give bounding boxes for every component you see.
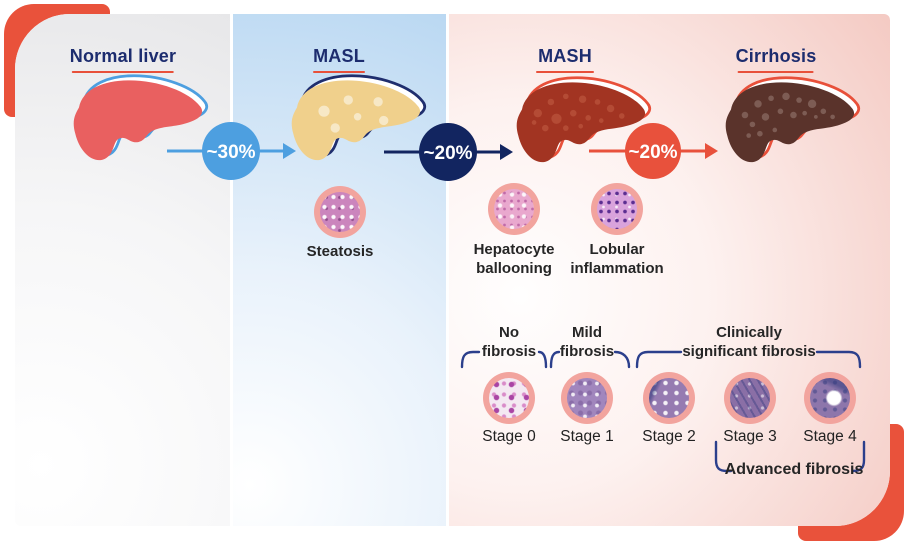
histology-label-steatosis: Steatosis (306, 243, 374, 260)
histology-steatosis-tissue (320, 192, 360, 232)
stage-title-text: MASH (538, 46, 592, 66)
histology-inflammation-tissue (597, 189, 637, 229)
stage-label-0: Stage 0 (482, 428, 536, 445)
stage3-tissue (730, 378, 770, 418)
inflammation-dots (531, 93, 625, 132)
stage0-tissue (489, 378, 529, 418)
stage-title-normal-liver: Normal liver (70, 46, 176, 73)
stage-title-cirrhosis: Cirrhosis (736, 46, 817, 73)
fibrosis-stage3-icon (724, 372, 776, 424)
stage-label-1: Stage 1 (560, 428, 614, 445)
stage-title-mash: MASH (536, 46, 594, 73)
transition-arrow-masl-to-mash: ~20% (384, 123, 513, 181)
stage-label-3: Stage 3 (723, 428, 777, 445)
fibrosis-stage0-icon (483, 372, 535, 424)
title-underline (737, 71, 814, 73)
fibrosis-group-none: No fibrosis (481, 324, 537, 360)
fibrosis-group-advanced: Advanced fibrosis (724, 461, 864, 478)
stage-title-text: MASL (313, 46, 365, 66)
stage-label-2: Stage 2 (642, 428, 696, 445)
title-underline (536, 71, 594, 73)
title-underline (71, 71, 174, 73)
fibrosis-group-clinically-significant: Clinically significant fibrosis (682, 324, 816, 360)
transition-percent: ~20% (423, 143, 472, 164)
transition-percent: ~30% (206, 142, 255, 163)
histology-inflammation-icon (591, 183, 643, 235)
transition-arrow-mash-to-cirrhosis: ~20% (589, 123, 718, 179)
stage1-tissue (567, 378, 607, 418)
stage2-tissue (649, 378, 689, 418)
fibrosis-stage1-icon (561, 372, 613, 424)
title-underline (313, 71, 365, 73)
histology-steatosis-icon (314, 186, 366, 238)
histology-label-inflammation: Lobular inflammation (570, 241, 664, 277)
masl-fatty-liver-icon (291, 74, 427, 161)
stage-title-text: Normal liver (69, 46, 177, 66)
histology-label-ballooning: Hepatocyte ballooning (473, 241, 555, 277)
cirrhosis-liver-icon (725, 76, 861, 163)
mash-inflamed-liver-icon (516, 76, 652, 163)
histology-ballooning-tissue (494, 189, 534, 229)
fibrosis-stage2-icon (643, 372, 695, 424)
transition-arrow-normal-to-masl: ~30% (167, 122, 296, 180)
stage4-tissue (810, 378, 850, 418)
fibrosis-stage4-icon (804, 372, 856, 424)
progression-card: Normal liver MASL MASH Cirrhosis (15, 14, 890, 526)
nodule-dots (741, 92, 835, 138)
transition-percent: ~20% (628, 142, 677, 163)
stage-label-4: Stage 4 (803, 428, 857, 445)
fibrosis-brackets (460, 350, 866, 473)
histology-ballooning-icon (488, 183, 540, 235)
stage-title-masl: MASL (313, 46, 365, 73)
fat-droplet-dots (318, 95, 389, 133)
fibrosis-group-mild: Mild fibrosis (559, 324, 615, 360)
stage-title-text: Cirrhosis (735, 46, 817, 66)
